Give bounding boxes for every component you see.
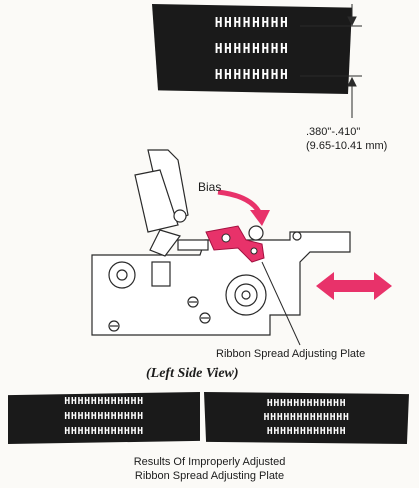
dimension-arrow-down [347,16,357,27]
measurement-inches: .380"-.410" [306,126,361,138]
screw [292,231,302,241]
top-ribbon-sample: HHHHHHHH HHHHHHHH HHHHHHHH [152,4,352,94]
dimension-arrow-up [347,76,357,87]
ribbon-row: HHHHHHHH [214,16,290,31]
results-caption-line2: Ribbon Spread Adjusting Plate [134,470,285,482]
ribbon-row: HHHHHHHH [214,68,290,83]
printer-mechanism [91,149,351,336]
plate-screw [221,233,231,243]
main-gear-axle [241,290,251,300]
adjust-screw [248,225,264,241]
ribbon-row: HHHHHHHHHHHH [266,426,347,437]
plate-pin [250,247,258,255]
lever-pivot [173,209,187,223]
ribbon-row: HHHHHHHHHHHH [64,396,144,407]
ribbon-row: HHHHHHHH [214,42,290,57]
ribbon-row: HHHHHHHHHHHH [64,411,144,422]
side-block [151,261,171,287]
ribbon-row: HHHHHHHHHHHHH [263,412,350,423]
view-caption: (Left Side View) [146,366,239,381]
ribbon-row: HHHHHHHHHHHH [266,398,347,409]
shaft [177,239,209,251]
results-caption-line1: Results Of Improperly Adjusted [133,456,286,468]
lever-link [149,229,181,257]
lever-bracket [134,169,179,233]
bottom-left-ribbon-sample: HHHHHHHHHHHH HHHHHHHHHHHH HHHHHHHHHHHH [8,392,200,444]
adjust-direction-arrow [316,272,392,300]
ribbon-row: HHHHHHHHHHHH [64,426,144,437]
adjusting-plate-highlight [205,225,265,263]
bottom-right-ribbon-sample: HHHHHHHHHHHH HHHHHHHHHHHHH HHHHHHHHHHHH [204,392,409,444]
bias-arrow-head [250,210,270,226]
plate-leader [261,261,301,346]
measurement-mm: (9.65-10.41 mm) [306,140,388,152]
roller-left-hub [116,269,128,281]
plate-label: Ribbon Spread Adjusting Plate [216,348,366,360]
bias-label: Bias [198,180,222,194]
